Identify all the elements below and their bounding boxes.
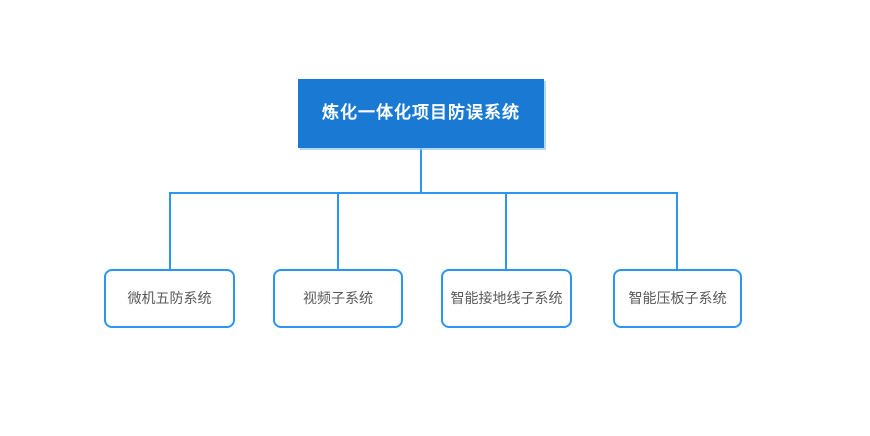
node-intelligent-pressure-plate-subsystem[interactable]: 智能压板子系统 (613, 269, 742, 328)
node-microcomputer-five-prevention-system[interactable]: 微机五防系统 (104, 269, 235, 328)
node-child-label: 智能压板子系统 (628, 290, 727, 307)
node-child-label: 微机五防系统 (127, 290, 212, 307)
node-video-subsystem[interactable]: 视频子系统 (273, 269, 403, 328)
node-intelligent-grounding-line-subsystem[interactable]: 智能接地线子系统 (441, 269, 572, 328)
node-root-label: 炼化一体化项目防误系统 (322, 103, 520, 123)
node-child-label: 智能接地线子系统 (450, 290, 563, 307)
node-child-label: 视频子系统 (303, 290, 373, 307)
node-root-error-prevention-system[interactable]: 炼化一体化项目防误系统 (298, 79, 544, 148)
